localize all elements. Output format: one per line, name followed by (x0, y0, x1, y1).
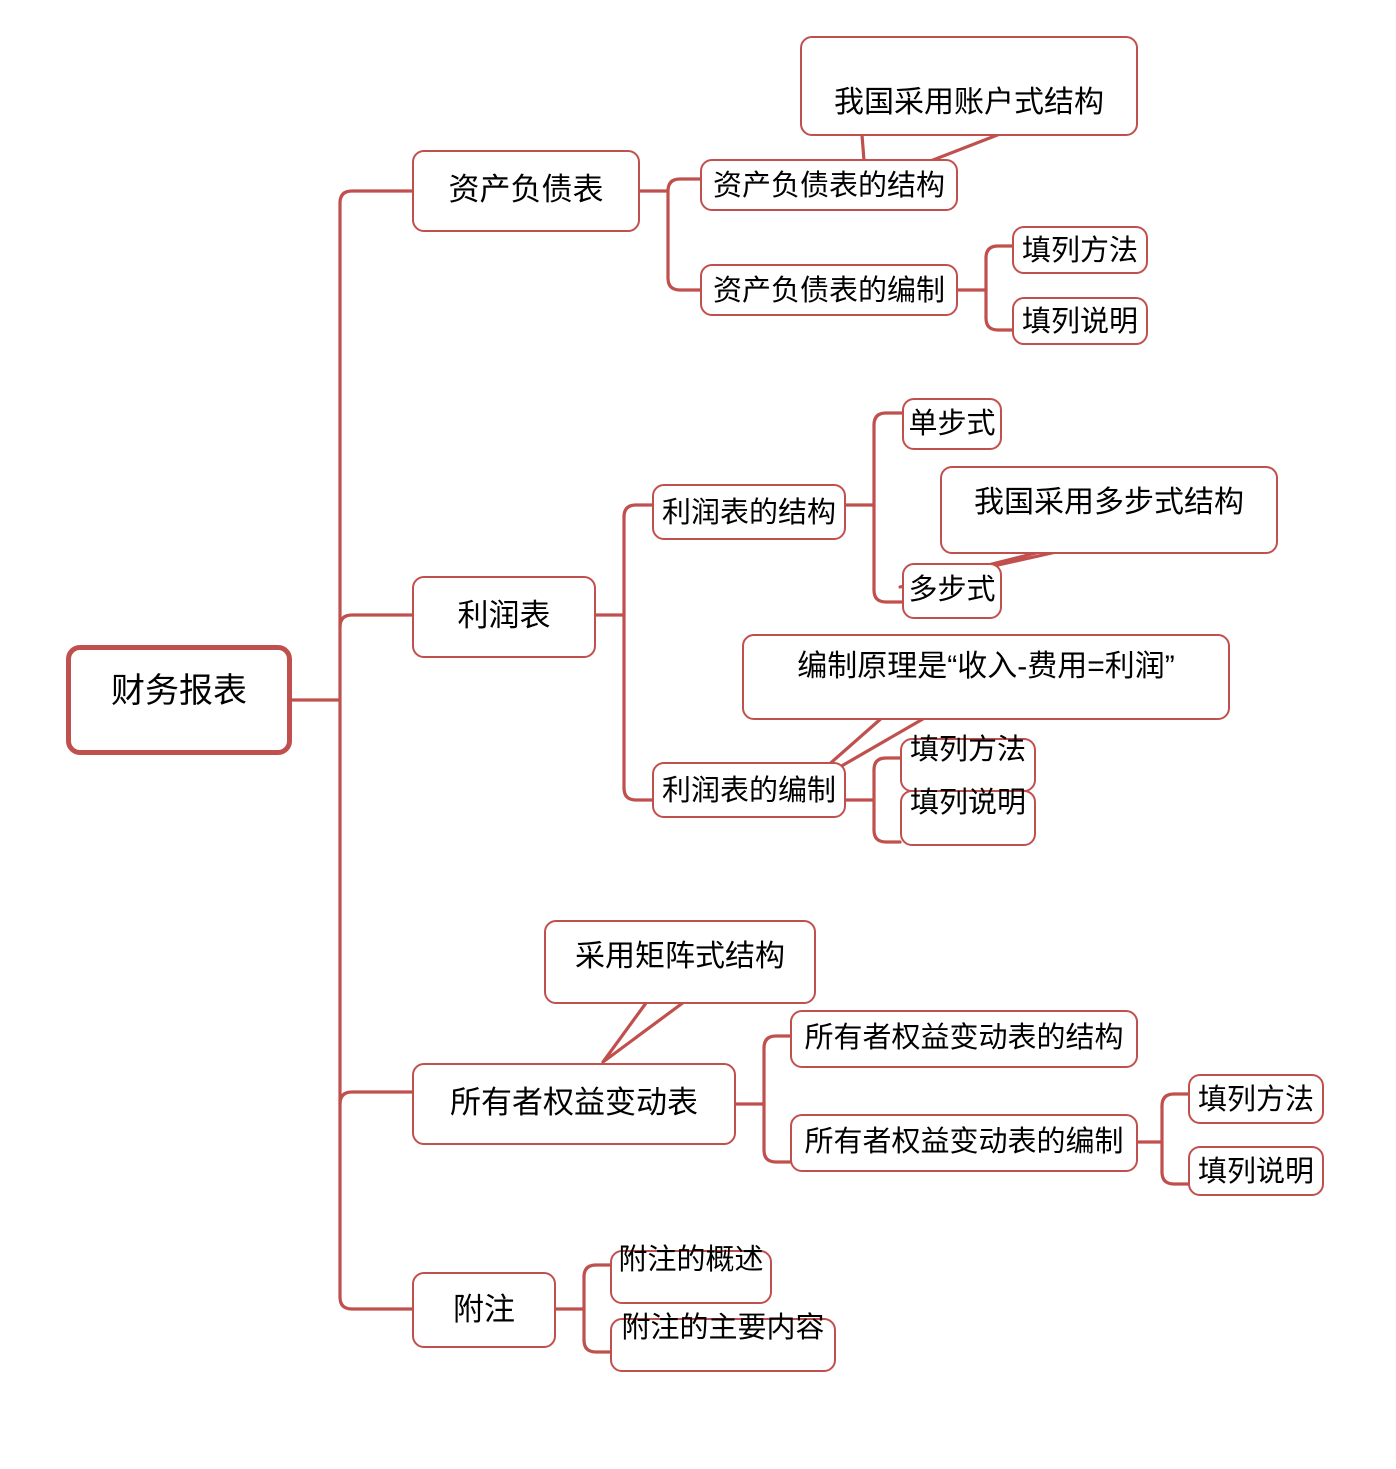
edge-to-balance-preparation (666, 276, 702, 292)
node-notes-main-content-label: 附注的主要内容 (621, 1312, 825, 1344)
node-equity-change-preparation[interactable]: 所有者权益变动表的编制 (790, 1114, 1138, 1172)
node-fill-method-balance[interactable]: 填列方法 (1012, 226, 1148, 274)
node-fill-description-balance-label: 填列说明 (1021, 306, 1138, 338)
node-balance-sheet-preparation[interactable]: 资产负债表的编制 (700, 264, 958, 316)
edge-spine-to-notes (338, 1295, 414, 1311)
node-multi-step[interactable]: 多步式 (902, 563, 1002, 619)
edge-to-fill-desc-1 (984, 316, 1014, 332)
root-node-financial-statements[interactable]: 财务报表 (66, 645, 292, 755)
node-income-statement[interactable]: 利润表 (412, 576, 596, 658)
edge-spine-to-income-statement (338, 613, 414, 629)
node-equity-change-structure-label: 所有者权益变动表的结构 (804, 1022, 1124, 1054)
node-single-step-label: 单步式 (908, 408, 996, 440)
node-income-statement-preparation-label: 利润表的编制 (661, 775, 836, 807)
callout-multi-step-structure-label: 我国采用多步式结构 (974, 486, 1244, 519)
root-node-label: 财务报表 (111, 672, 247, 710)
node-equity-change-structure[interactable]: 所有者权益变动表的结构 (790, 1010, 1138, 1068)
edge-to-fill-desc-3 (1160, 1170, 1190, 1186)
node-balance-sheet[interactable]: 资产负债表 (412, 150, 640, 232)
edge-to-income-structure (622, 503, 654, 519)
node-equity-change-statement[interactable]: 所有者权益变动表 (412, 1063, 736, 1145)
edge-spine-to-balance-sheet (338, 189, 414, 205)
node-fill-method-income[interactable]: 填列方法 (900, 734, 1036, 792)
edge-to-balance-structure (666, 177, 702, 193)
node-notes-overview[interactable]: 附注的概述 (610, 1246, 772, 1304)
edge-spine-to-equity-statement (338, 1090, 414, 1106)
edge-to-notes-overview (582, 1263, 612, 1279)
edge-to-notes-content (582, 1338, 612, 1354)
node-balance-sheet-preparation-label: 资产负债表的编制 (712, 275, 945, 307)
node-notes[interactable]: 附注 (412, 1272, 556, 1348)
node-fill-method-balance-label: 填列方法 (1021, 235, 1138, 267)
node-equity-change-preparation-label: 所有者权益变动表的编制 (804, 1126, 1124, 1158)
node-fill-description-balance[interactable]: 填列说明 (1012, 297, 1148, 345)
edge-to-fill-method-2 (872, 756, 902, 772)
callout-matrix-structure-label: 采用矩阵式结构 (575, 940, 785, 973)
callout-account-style-structure-label: 我国采用账户式结构 (834, 86, 1104, 119)
edge-to-fill-method-1 (984, 244, 1014, 260)
node-notes-main-content[interactable]: 附注的主要内容 (610, 1314, 836, 1372)
node-fill-description-equity[interactable]: 填列说明 (1188, 1146, 1324, 1196)
callout-account-style-structure[interactable]: 我国采用账户式结构 (800, 36, 1138, 136)
callout-tail-matrix-structure (601, 1000, 686, 1064)
edge-to-multi-step (872, 588, 904, 604)
node-fill-description-income[interactable]: 填列说明 (900, 787, 1036, 846)
edge-to-fill-method-3 (1160, 1092, 1190, 1108)
node-fill-method-equity-label: 填列方法 (1197, 1084, 1314, 1116)
node-balance-sheet-structure[interactable]: 资产负债表的结构 (700, 159, 958, 211)
node-income-statement-preparation[interactable]: 利润表的编制 (652, 762, 846, 818)
node-balance-sheet-label: 资产负债表 (448, 172, 604, 207)
edge-to-fill-desc-2 (872, 828, 902, 844)
node-fill-method-equity[interactable]: 填列方法 (1188, 1074, 1324, 1124)
node-equity-change-statement-label: 所有者权益变动表 (450, 1085, 698, 1120)
node-multi-step-label: 多步式 (908, 574, 996, 606)
callout-income-principle[interactable]: 编制原理是“收入-费用=利润” (742, 634, 1230, 720)
callout-multi-step-structure[interactable]: 我国采用多步式结构 (940, 466, 1278, 554)
node-income-statement-structure[interactable]: 利润表的结构 (652, 484, 846, 540)
node-notes-label: 附注 (453, 1292, 515, 1327)
edge-to-income-preparation (622, 786, 654, 802)
node-fill-method-income-label: 填列方法 (909, 734, 1026, 766)
edge-to-equity-preparation (762, 1148, 792, 1164)
node-income-statement-structure-label: 利润表的结构 (661, 497, 836, 529)
node-balance-sheet-structure-label: 资产负债表的结构 (712, 170, 945, 202)
callout-income-principle-label: 编制原理是“收入-费用=利润” (797, 650, 1175, 683)
node-fill-description-equity-label: 填列说明 (1197, 1156, 1314, 1188)
edge-to-equity-structure (762, 1034, 792, 1050)
node-notes-overview-label: 附注的概述 (618, 1244, 764, 1276)
node-single-step[interactable]: 单步式 (902, 398, 1002, 450)
node-fill-description-income-label: 填列说明 (909, 787, 1026, 819)
node-income-statement-label: 利润表 (457, 598, 551, 633)
callout-matrix-structure[interactable]: 采用矩阵式结构 (544, 920, 816, 1004)
edge-to-single-step (872, 411, 904, 427)
